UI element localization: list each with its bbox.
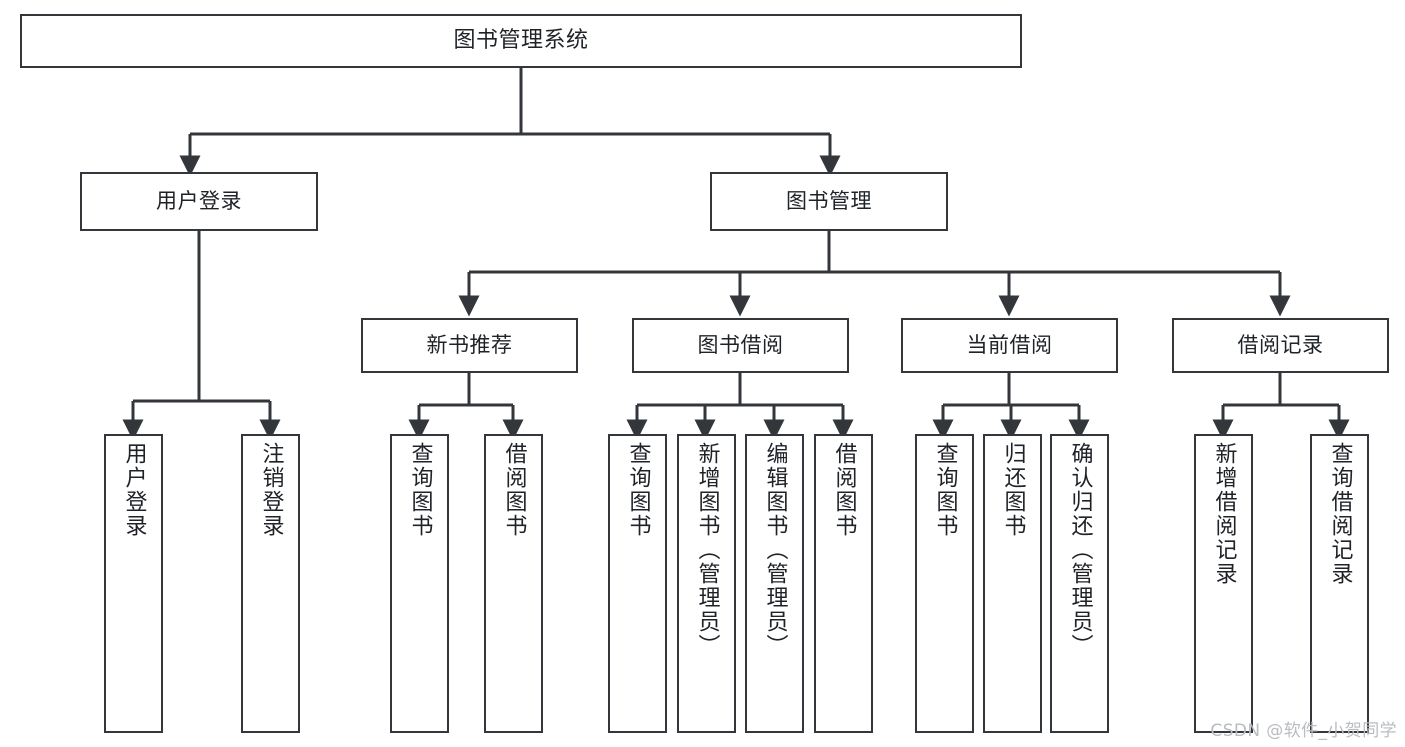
node-current-borrow[interactable]: 当前借阅 — [901, 318, 1118, 373]
node-new-book-rec[interactable]: 新书推荐 — [361, 318, 578, 373]
node-book-borrow[interactable]: 图书借阅 — [632, 318, 849, 373]
node-leaf-add-book-label: 新增图书（管理员） — [694, 442, 720, 658]
node-leaf-confirm-return[interactable]: 确认归还（管理员） — [1050, 434, 1109, 733]
node-book-manage-label: 图书管理 — [786, 189, 872, 214]
node-leaf-logout[interactable]: 注销登录 — [241, 434, 300, 733]
node-leaf-query-book-1[interactable]: 查询图书 — [390, 434, 449, 733]
node-borrow-record-label: 借阅记录 — [1237, 333, 1324, 358]
node-leaf-add-book[interactable]: 新增图书（管理员） — [677, 434, 736, 733]
node-leaf-query-book-3-label: 查询图书 — [932, 442, 958, 538]
node-leaf-query-book-3[interactable]: 查询图书 — [915, 434, 974, 733]
node-leaf-return-book-label: 归还图书 — [1000, 442, 1026, 538]
node-leaf-borrow-book-1[interactable]: 借阅图书 — [484, 434, 543, 733]
node-user-login[interactable]: 用户登录 — [80, 172, 318, 231]
node-leaf-query-record[interactable]: 查询借阅记录 — [1310, 434, 1369, 733]
node-leaf-borrow-book-2-label: 借阅图书 — [831, 442, 857, 538]
node-leaf-logout-label: 注销登录 — [258, 442, 284, 538]
node-root-label: 图书管理系统 — [453, 28, 589, 54]
node-leaf-edit-book[interactable]: 编辑图书（管理员） — [745, 434, 804, 733]
node-leaf-query-record-label: 查询借阅记录 — [1327, 442, 1353, 586]
node-leaf-add-record-label: 新增借阅记录 — [1211, 442, 1237, 586]
node-leaf-login-label: 用户登录 — [121, 442, 147, 538]
node-user-login-label: 用户登录 — [156, 189, 242, 214]
node-leaf-edit-book-label: 编辑图书（管理员） — [762, 442, 788, 658]
node-borrow-record[interactable]: 借阅记录 — [1172, 318, 1389, 373]
node-new-book-rec-label: 新书推荐 — [426, 333, 513, 358]
node-leaf-borrow-book-1-label: 借阅图书 — [501, 442, 527, 538]
node-leaf-query-book-2-label: 查询图书 — [625, 442, 651, 538]
node-leaf-login[interactable]: 用户登录 — [104, 434, 163, 733]
node-leaf-confirm-return-label: 确认归还（管理员） — [1067, 442, 1093, 658]
node-root[interactable]: 图书管理系统 — [20, 14, 1022, 68]
node-book-borrow-label: 图书借阅 — [697, 333, 784, 358]
node-leaf-add-record[interactable]: 新增借阅记录 — [1194, 434, 1253, 733]
node-leaf-query-book-1-label: 查询图书 — [407, 442, 433, 538]
node-leaf-borrow-book-2[interactable]: 借阅图书 — [814, 434, 873, 733]
node-current-borrow-label: 当前借阅 — [966, 333, 1053, 358]
node-leaf-return-book[interactable]: 归还图书 — [983, 434, 1042, 733]
node-book-manage[interactable]: 图书管理 — [710, 172, 948, 231]
node-leaf-query-book-2[interactable]: 查询图书 — [608, 434, 667, 733]
watermark-text: CSDN @软件_小贺同学 — [1210, 721, 1397, 741]
